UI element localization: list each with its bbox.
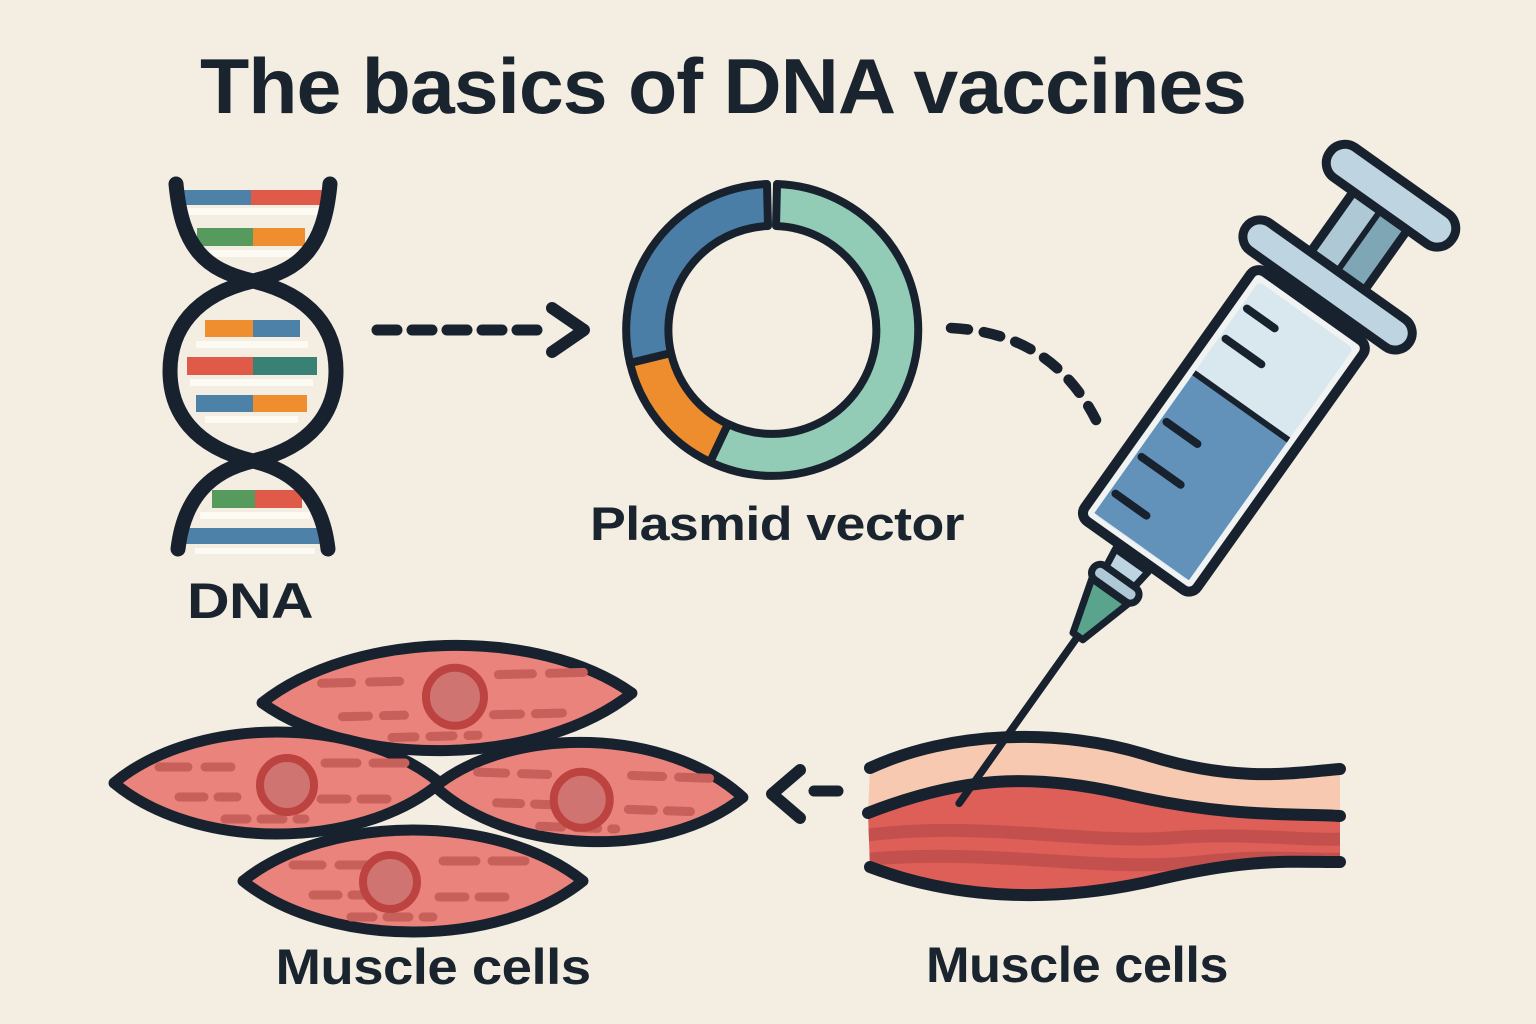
arrow-right-icon [546, 302, 590, 358]
striation [387, 730, 483, 742]
page-title: The basics of DNA vaccines [200, 42, 1246, 130]
dna-helix-illustration [162, 176, 344, 557]
striation [473, 767, 553, 780]
cell-nucleus [359, 851, 421, 913]
dna-rung [205, 320, 253, 337]
cell-nucleus [256, 754, 318, 816]
barrel-scale-ticks [1111, 304, 1279, 520]
cell-striations [288, 856, 534, 922]
scale-tick [1162, 417, 1202, 448]
dna-rung [179, 190, 251, 205]
dna-rung [253, 320, 300, 337]
dna-rung [196, 395, 253, 412]
muscle-cell [256, 639, 638, 757]
scale-tick [1242, 304, 1279, 333]
striation [627, 770, 717, 783]
syringe-illustration [955, 139, 1461, 808]
arrow-left-icon [766, 764, 806, 824]
dna-strand [168, 176, 344, 557]
tissue-outline-middle [862, 775, 1346, 822]
dna-label: DNA [187, 573, 313, 629]
cell-striations [317, 667, 595, 742]
arrow-tissue-to-cells [766, 764, 844, 824]
vaccine-liquid [1094, 372, 1289, 581]
plasmid-segment-teal [706, 180, 923, 480]
striation [493, 667, 595, 680]
liquid-level-line [1192, 370, 1291, 443]
dna-rung [253, 357, 317, 375]
striation [492, 798, 558, 810]
dna-rung [212, 490, 255, 508]
dna-rung [185, 528, 322, 544]
dna-rung-stripe [195, 548, 315, 554]
needle [955, 631, 1083, 808]
cell-striations [154, 758, 414, 824]
plunger-shaft-divider [1331, 207, 1384, 278]
dna-rung-stripe [205, 250, 302, 257]
dna-rung [197, 228, 253, 246]
barrel-flange [1238, 215, 1417, 355]
dna-rung-stripe [205, 416, 298, 423]
striation [623, 804, 695, 817]
muscle-cells-illustration [108, 639, 749, 938]
scale-tick [1221, 334, 1266, 369]
cell-nucleus [549, 767, 614, 832]
dna-rung-stripe [200, 512, 310, 519]
plasmid-ring-illustration [622, 180, 923, 480]
tissue-outlines [862, 730, 1346, 902]
muscle-cells-left-label: Muscle cells [276, 939, 591, 995]
dna-rungs [179, 190, 322, 554]
dna-rung [253, 228, 305, 246]
arrow-dna-to-plasmid [371, 302, 590, 358]
muscle-cell [237, 824, 589, 938]
striation [317, 676, 405, 688]
muscle-cell [429, 736, 749, 848]
dna-rung-stripe [190, 379, 313, 386]
plasmid-label: Plasmid vector [590, 497, 964, 550]
arrow-plasmid-to-syringe [945, 322, 1102, 426]
dna-rung [187, 357, 253, 375]
dna-rung-stripe [183, 208, 318, 215]
dna-rung [253, 395, 307, 412]
tissue-outline-top [864, 730, 1346, 781]
striation [488, 708, 570, 720]
scale-tick [1111, 489, 1151, 520]
muscle-tissue-illustration [862, 730, 1346, 902]
hub-collar [1087, 560, 1143, 607]
muscle-cells-right-label: Muscle cells [926, 937, 1228, 993]
cell-nucleus [421, 663, 488, 730]
dna-rung [251, 190, 322, 205]
dna-strand [162, 176, 338, 557]
tissue-outline-bottom [864, 855, 1346, 902]
scale-tick [1137, 452, 1185, 489]
skin-layer [868, 736, 1340, 816]
plasmid-segment-blue [622, 180, 772, 367]
dna-rung [255, 490, 302, 508]
muscle-stripe [868, 823, 1340, 846]
plunger-thumb-rest [1321, 139, 1461, 252]
dna-rung-stripe [196, 341, 308, 348]
plunger-shaft-shading [1334, 209, 1406, 293]
striation [337, 710, 409, 722]
